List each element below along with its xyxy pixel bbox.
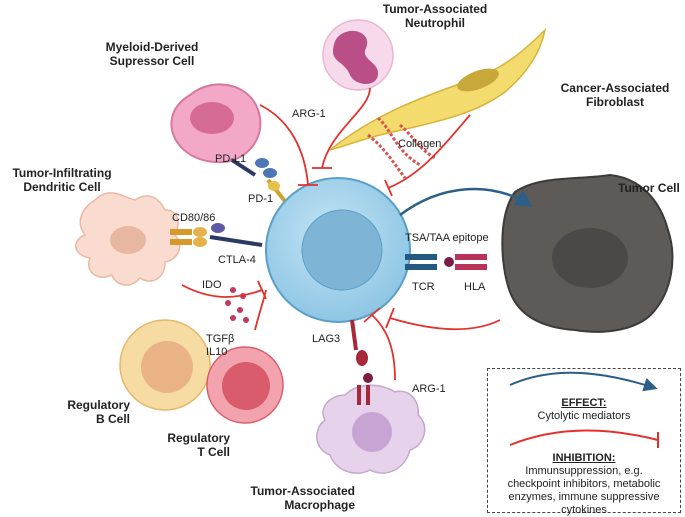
macrophage-cell bbox=[316, 384, 426, 474]
tcr-hla-complex bbox=[405, 254, 487, 270]
cd80-ctla4-receptors bbox=[170, 223, 263, 247]
cytokine-dots bbox=[225, 287, 249, 323]
legend-inhibition-line-1: Immunsuppression, e.g. bbox=[525, 465, 643, 477]
ctla4-label: CTLA-4 bbox=[218, 254, 256, 266]
tumor-label: Tumor Cell bbox=[618, 181, 680, 195]
tsa-label: TSA/TAA epitope bbox=[405, 232, 489, 244]
mdsc-cell bbox=[170, 83, 262, 164]
legend-inhibition-title: INHIBITION: bbox=[552, 452, 616, 464]
legend-inhibition-symbol bbox=[509, 429, 659, 448]
il10-label: IL10 bbox=[206, 346, 228, 358]
collagen-label: Collagen bbox=[398, 138, 442, 150]
dendritic-cell bbox=[75, 192, 181, 286]
effect-arrow bbox=[399, 187, 533, 217]
lag3-label: LAG3 bbox=[312, 333, 341, 345]
fibroblast-cell bbox=[329, 27, 547, 151]
legend-inhibition-line-4: cytokines bbox=[561, 504, 607, 516]
pdl1-pd1-receptors bbox=[230, 158, 290, 207]
legend-box: EFFECT: Cytolytic mediators INHIBITION: … bbox=[487, 368, 681, 516]
regulatory-b-cell bbox=[119, 319, 211, 411]
legend-effect-title: EFFECT: bbox=[561, 397, 607, 409]
legend-inhibition-line-3: enzymes, immune suppressive bbox=[508, 491, 660, 503]
hla-label: HLA bbox=[464, 281, 486, 293]
neutrophil-cell bbox=[322, 19, 394, 91]
cd80-label: CD80/86 bbox=[172, 212, 216, 224]
legend-effect-desc: Cytolytic mediators bbox=[537, 410, 631, 422]
arg1-top-label: ARG-1 bbox=[292, 108, 326, 120]
legend-inhibition-line-2: checkpoint inhibitors, metabolic bbox=[507, 478, 661, 490]
ido-label: IDO bbox=[202, 279, 222, 291]
lag3-receptor bbox=[350, 319, 373, 405]
pd1-label: PD-1 bbox=[248, 193, 274, 205]
arg1-bottom-label: ARG-1 bbox=[412, 383, 446, 395]
t-cell bbox=[265, 177, 411, 323]
inhibition-lines bbox=[181, 87, 501, 381]
collagen-fibers bbox=[367, 116, 436, 179]
legend-effect-arrow bbox=[509, 371, 658, 392]
pdl1-label: PD-L1 bbox=[215, 153, 247, 165]
tcr-label: TCR bbox=[412, 281, 435, 293]
tgfb-label: TGFβ bbox=[206, 333, 235, 345]
regulatory-t-cell bbox=[206, 346, 284, 424]
tumor-cell bbox=[501, 173, 674, 333]
